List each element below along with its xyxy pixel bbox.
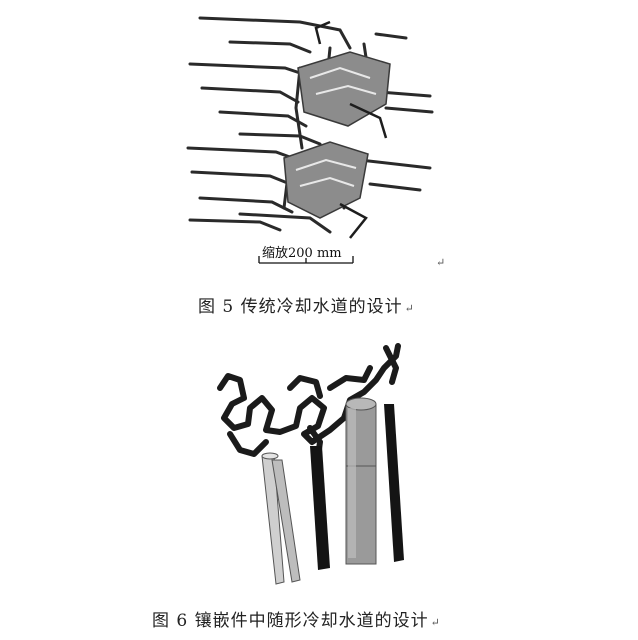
figure-6-caption-text: 图 6 镶嵌件中随形冷却水道的设计 xyxy=(152,611,429,631)
figure-5-caption-text: 图 5 传统冷却水道的设计 xyxy=(198,297,403,317)
return-mark: ↵ xyxy=(404,302,415,315)
return-mark: ↵ xyxy=(430,616,441,629)
figure-5-caption: 图 5 传统冷却水道的设计↵ xyxy=(198,292,415,317)
figure-6-caption: 图 6 镶嵌件中随形冷却水道的设计↵ xyxy=(152,606,441,631)
figure-6-conformal-channel-image xyxy=(217,343,404,585)
scale-label: 缩放200 mm xyxy=(262,246,342,261)
return-mark: ↵ xyxy=(436,256,446,269)
figure-5-cooling-channel-image xyxy=(186,16,434,239)
scale-bar xyxy=(258,256,354,264)
